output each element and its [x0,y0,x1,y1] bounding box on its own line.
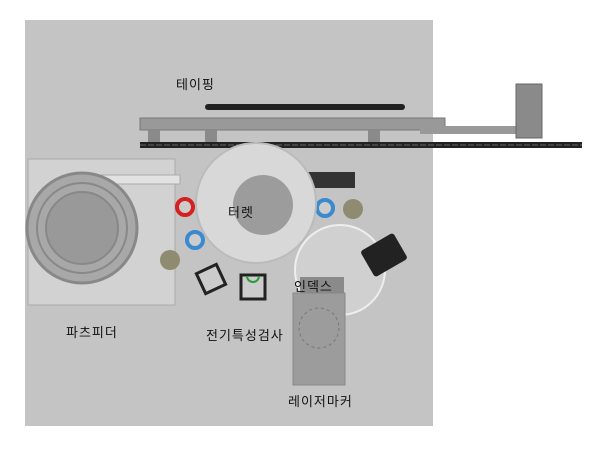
label-parts-feeder: 파츠피더 [66,326,118,341]
red-nozzle [175,197,195,217]
label-turret: 터렛 [228,206,254,221]
counter-display [303,172,355,188]
blue-nozzle [185,230,205,250]
roller [160,250,180,270]
parts-feeder [25,158,181,306]
roller [343,199,363,219]
laser-head [361,233,407,277]
label-laser-marker: 레이저마커 [288,395,353,410]
turret [195,142,317,264]
label-electrical-test: 전기특성검사 [206,329,284,344]
label-index: 인덱스 [294,280,333,295]
blue-nozzle [315,198,335,218]
electrical-test-sockets [194,262,267,301]
label-taping: 테이핑 [176,78,215,93]
taping-unit [139,83,582,148]
laser-marker [292,277,346,386]
